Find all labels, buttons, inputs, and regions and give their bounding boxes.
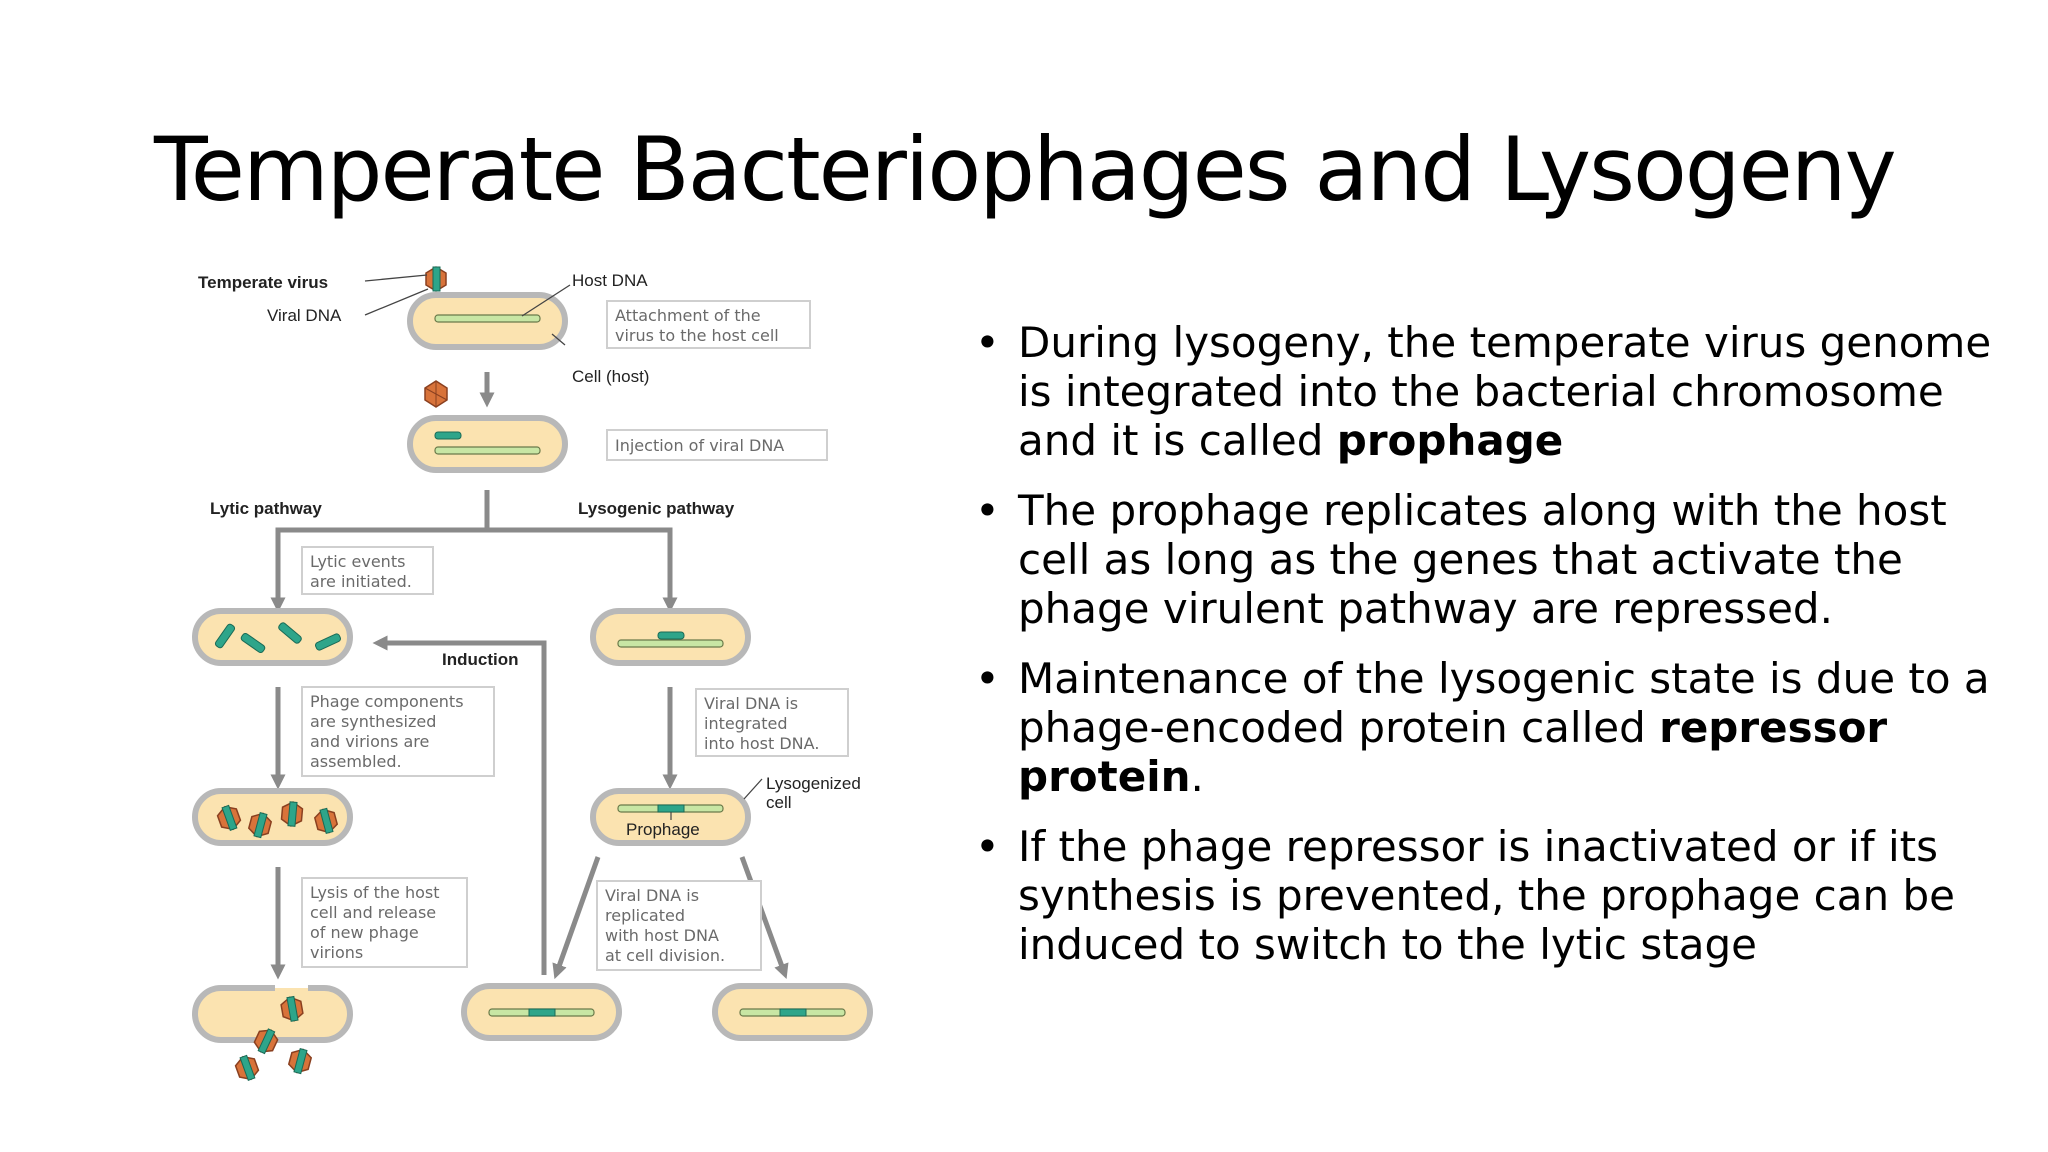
box-lysis-line-4: virions bbox=[310, 943, 363, 962]
box-replicated: Viral DNA is replicated with host DNA at… bbox=[596, 880, 762, 971]
label-lysogenized-cell: cell bbox=[766, 793, 792, 812]
lysed-cell bbox=[192, 985, 353, 1084]
box-phage-components-line-1: Phage components bbox=[310, 692, 464, 711]
box-lysis: Lysis of the host cell and release of ne… bbox=[301, 877, 468, 968]
box-replicated-line-3: with host DNA bbox=[605, 926, 719, 945]
bullet-list: •During lysogeny, the temperate virus ge… bbox=[975, 318, 2005, 990]
box-lytic-events-line-1: Lytic events bbox=[310, 552, 405, 571]
box-lysis-line-2: cell and release bbox=[310, 903, 436, 922]
slide-title: Temperate Bacteriophages and Lysogeny bbox=[154, 118, 1897, 221]
box-integrated-line-3: into host DNA. bbox=[704, 734, 819, 753]
box-phage-components-line-3: and virions are bbox=[310, 732, 429, 751]
box-integrated-line-2: integrated bbox=[704, 714, 788, 733]
label-viral-dna: Viral DNA bbox=[267, 306, 342, 325]
box-replicated-line-2: replicated bbox=[605, 906, 685, 925]
lytic-cell-assembled-phages bbox=[192, 788, 353, 846]
label-induction: Induction bbox=[442, 650, 518, 669]
label-lytic-pathway: Lytic pathway bbox=[210, 499, 322, 518]
box-integrated: Viral DNA is integrated into host DNA. bbox=[695, 688, 849, 757]
arrow-lysogenic-branch bbox=[487, 527, 678, 613]
box-replicated-line-4: at cell division. bbox=[605, 946, 725, 965]
lysogeny-diagram: Temperate virus Viral DNA Host DNA Cell … bbox=[192, 266, 873, 1084]
empty-phage-capsid bbox=[424, 380, 448, 408]
label-lysogenic-pathway: Lysogenic pathway bbox=[578, 499, 735, 518]
box-phage-components: Phage components are synthesized and vir… bbox=[301, 686, 495, 777]
daughter-cell-left bbox=[461, 983, 622, 1041]
label-cell-host: Cell (host) bbox=[572, 367, 649, 386]
label-temperate-virus: Temperate virus bbox=[198, 273, 328, 292]
box-lytic-events-line-2: are initiated. bbox=[310, 572, 412, 591]
arrow-replicate-left bbox=[552, 856, 601, 980]
box-attachment-line-1: Attachment of the bbox=[615, 306, 761, 325]
box-lysis-line-3: of new phage bbox=[310, 923, 419, 942]
box-attachment: Attachment of the virus to the host cell bbox=[606, 300, 811, 349]
box-integrated-line-1: Viral DNA is bbox=[704, 694, 798, 713]
bullet-item: •The prophage replicates along with the … bbox=[975, 486, 1947, 633]
box-injection: Injection of viral DNA bbox=[606, 429, 828, 461]
label-prophage: Prophage bbox=[626, 820, 700, 839]
box-attachment-line-2: virus to the host cell bbox=[615, 326, 779, 345]
box-injection-line-1: Injection of viral DNA bbox=[615, 436, 784, 455]
bullet-item: •During lysogeny, the temperate virus ge… bbox=[975, 318, 1992, 465]
bullet-item: •If the phage repressor is inactivated o… bbox=[975, 822, 1955, 969]
arrow-replicate-right bbox=[739, 856, 789, 980]
lytic-cell-dna-fragments bbox=[192, 608, 353, 666]
arrow-lytic-branch bbox=[270, 490, 490, 613]
box-lytic-events: Lytic events are initiated. bbox=[301, 546, 434, 595]
box-lysis-line-1: Lysis of the host bbox=[310, 883, 440, 902]
host-cell-injection bbox=[407, 415, 568, 473]
host-cell-attachment bbox=[407, 266, 568, 350]
box-replicated-line-1: Viral DNA is bbox=[605, 886, 699, 905]
bullet-item: •Maintenance of the lysogenic state is d… bbox=[975, 654, 1990, 801]
pathway-arrows bbox=[270, 372, 789, 980]
box-phage-components-line-4: assembled. bbox=[310, 752, 402, 771]
lysogenic-cell-attached-dna bbox=[590, 608, 751, 666]
leader-lines bbox=[364, 274, 763, 800]
label-lysogenized: Lysogenized bbox=[766, 774, 861, 793]
daughter-cell-right bbox=[712, 983, 873, 1041]
box-phage-components-line-2: are synthesized bbox=[310, 712, 436, 731]
label-host-dna: Host DNA bbox=[572, 271, 648, 290]
lysogenized-cell bbox=[590, 788, 751, 846]
arrow-induction bbox=[372, 635, 547, 975]
